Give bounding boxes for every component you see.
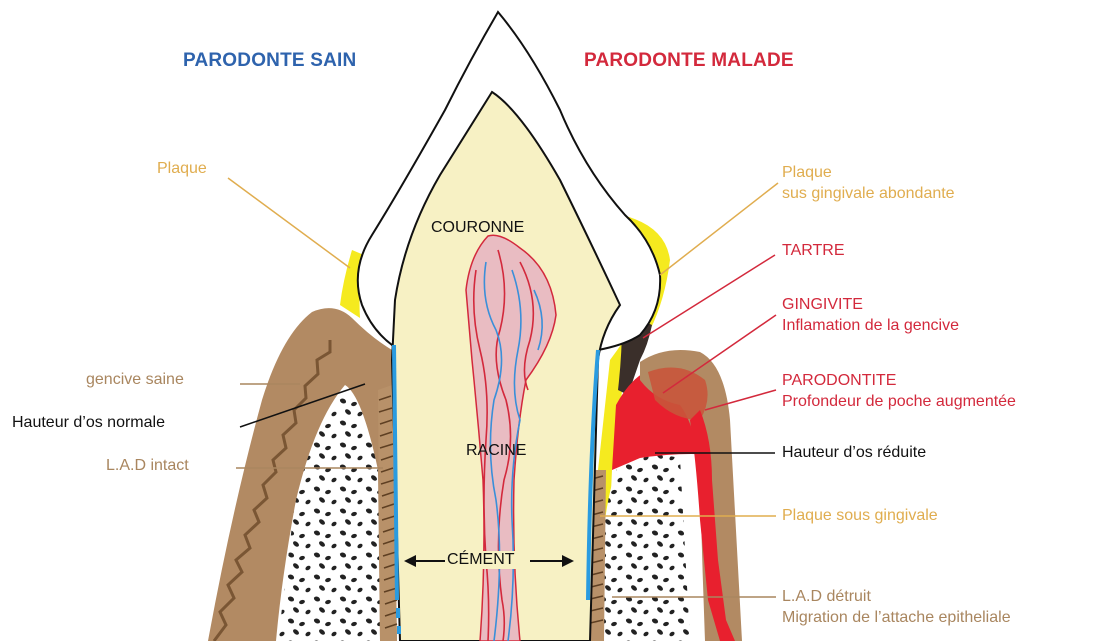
lad-destroyed-label: L.A.D détruit Migration de l’attache epi… — [782, 586, 1011, 628]
periodontitis-line2: Profondeur de poche augmentée — [782, 391, 1016, 412]
plaque-left-label: Plaque — [157, 158, 207, 179]
lad-destroyed-line1: L.A.D détruit — [782, 586, 1011, 607]
crown-label: COURONNE — [431, 219, 524, 237]
gingivitis-line1: GINGIVITE — [782, 294, 959, 315]
subgingival-plaque-label: Plaque sous gingivale — [782, 505, 938, 526]
plaque-right-label: Plaque sus gingivale abondante — [782, 162, 955, 204]
cementum-label: CÉMENT — [445, 551, 517, 569]
periodontitis-line1: PARODONTITE — [782, 370, 1016, 391]
healthy-header: PARODONTE SAIN — [183, 50, 356, 72]
lad-destroyed-line2: Migration de l’attache epitheliale — [782, 607, 1011, 628]
normal-bone-label: Hauteur d’os normale — [12, 412, 165, 433]
root-label: RACINE — [466, 442, 526, 460]
plaque-right-line2: sus gingivale abondante — [782, 183, 955, 204]
reduced-bone-label: Hauteur d’os réduite — [782, 442, 926, 463]
gingivitis-line2: Inflamation de la gencive — [782, 315, 959, 336]
bone-right — [600, 454, 690, 641]
healthy-gum-label: gencive saine — [86, 369, 184, 390]
leader-plaque-right — [660, 183, 778, 275]
leader-plaque-left — [228, 178, 350, 268]
tartar-label: TARTRE — [782, 240, 845, 261]
lad-intact-label: L.A.D intact — [106, 455, 189, 476]
plaque-right-line1: Plaque — [782, 162, 955, 183]
gingivitis-label: GINGIVITE Inflamation de la gencive — [782, 294, 959, 336]
periodontitis-label: PARODONTITE Profondeur de poche augmenté… — [782, 370, 1016, 412]
diseased-header: PARODONTE MALADE — [584, 50, 794, 72]
